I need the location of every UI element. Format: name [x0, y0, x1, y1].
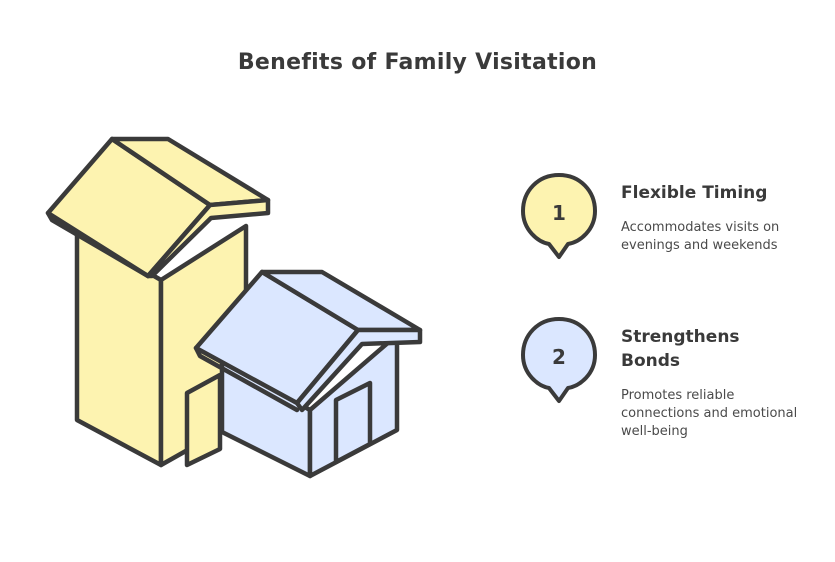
item-2-heading: Strengthens Bonds [621, 327, 740, 371]
page-title: Benefits of Family Visitation [237, 50, 598, 75]
item-1-heading: Flexible Timing [621, 183, 768, 203]
marker-2-number: 2 [552, 345, 566, 369]
marker-1: 1 [521, 173, 597, 259]
map-pin-icon [521, 317, 597, 403]
marker-2: 2 [521, 317, 597, 403]
tall-house-icon [45, 136, 271, 468]
map-pin-icon [521, 173, 597, 259]
item-2-description: Promotes reliable connections and emotio… [621, 388, 798, 439]
small-house-icon [193, 269, 423, 479]
item-1-description: Accommodates visits on evenings and week… [621, 220, 780, 253]
marker-1-number: 1 [552, 201, 566, 225]
